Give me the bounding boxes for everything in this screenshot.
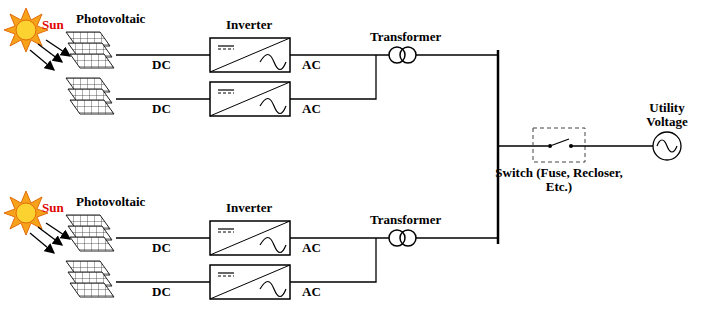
- array-label: Photovoltaic: [76, 12, 145, 26]
- utility-label: Utility Voltage: [639, 101, 695, 130]
- sun-label: Sun: [42, 18, 64, 32]
- dc-label: DC: [152, 241, 171, 255]
- array-label: Photovoltaic: [76, 195, 145, 209]
- switch-box: [533, 128, 585, 162]
- dc-label: DC: [152, 58, 171, 72]
- ac-label: AC: [302, 285, 321, 299]
- sun-label: Sun: [42, 201, 64, 215]
- pv-group-1: [4, 8, 498, 116]
- dc-label: DC: [152, 285, 171, 299]
- inverter-label: Inverter: [226, 201, 272, 215]
- transformer-label: Transformer: [370, 30, 441, 44]
- bus-bar: [497, 50, 500, 244]
- utility-source: [653, 132, 681, 160]
- ac-label: AC: [302, 241, 321, 255]
- switch-label: Switch (Fuse, Recloser, Etc.): [489, 166, 629, 195]
- ac-label: AC: [302, 58, 321, 72]
- inverter-label: Inverter: [226, 18, 272, 32]
- dc-label: DC: [152, 102, 171, 116]
- ac-label: AC: [302, 102, 321, 116]
- pv-group-2: [4, 191, 498, 299]
- transformer-label: Transformer: [370, 213, 441, 227]
